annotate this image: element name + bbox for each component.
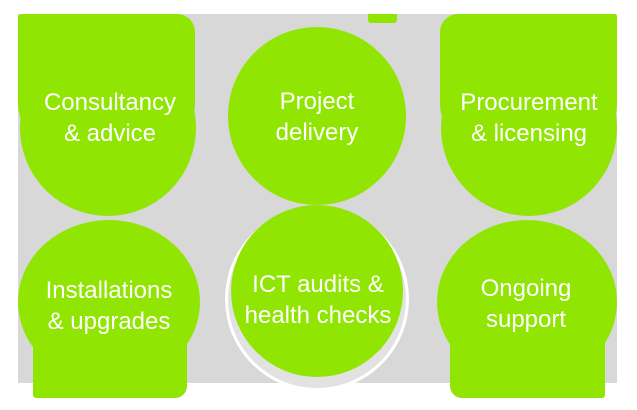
- bubble-installations-upgrades-circle: [18, 220, 200, 384]
- bubble-project-delivery-circle: [228, 27, 406, 205]
- label-line: ICT audits &: [252, 271, 384, 298]
- bubble-ongoing-support-circle: [437, 220, 617, 384]
- top-edge-green-tab: [368, 14, 397, 23]
- label-line: Installations: [45, 277, 173, 304]
- bubble-project-delivery-label: Project delivery: [276, 86, 359, 148]
- bubble-ongoing-support-label: Ongoing support: [481, 273, 572, 335]
- bubble-consultancy-advice-label: Consultancy & advice: [44, 87, 176, 149]
- bubble-procurement-licensing-circle: [441, 40, 617, 216]
- label-line: & advice: [63, 120, 157, 147]
- bubble-consultancy-advice-circle: [20, 40, 196, 216]
- label-line: delivery: [275, 119, 359, 146]
- label-line: Ongoing: [480, 275, 572, 302]
- label-line: health checks: [244, 302, 392, 329]
- bubble-installations-upgrades-label: Installations & upgrades: [46, 275, 173, 337]
- label-line: & licensing: [470, 120, 588, 147]
- label-line: Procurement: [460, 89, 598, 116]
- label-line: Consultancy: [43, 89, 177, 116]
- label-line: support: [485, 306, 567, 333]
- label-line: Project: [279, 88, 355, 115]
- bubble-ict-audits-label: ICT audits & health checks: [245, 269, 392, 331]
- bubble-ict-audits-circle: [231, 205, 403, 377]
- label-line: & upgrades: [47, 308, 171, 335]
- bubble-procurement-licensing-label: Procurement & licensing: [460, 87, 597, 149]
